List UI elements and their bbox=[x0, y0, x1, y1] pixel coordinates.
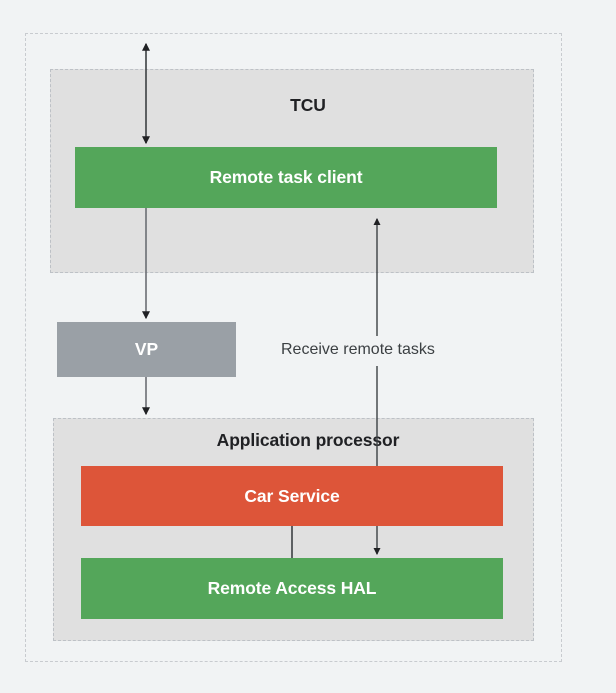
node-car-service[interactable]: Car Service bbox=[81, 466, 503, 526]
node-vp-label: VP bbox=[134, 339, 159, 359]
edge-label-receive-remote-tasks: Receive remote tasks bbox=[281, 341, 435, 358]
node-remote-task-client-label: Remote task client bbox=[209, 167, 363, 187]
group-tcu-label: TCU bbox=[290, 95, 326, 115]
vehicle-boundary bbox=[25, 33, 562, 662]
node-remote-access-hal[interactable]: Remote Access HAL bbox=[81, 558, 503, 619]
node-car-service-label: Car Service bbox=[244, 485, 340, 506]
node-remote-access-hal-label: Remote Access HAL bbox=[207, 578, 377, 598]
node-vp[interactable]: VP bbox=[57, 322, 236, 377]
node-remote-task-client[interactable]: Remote task client bbox=[75, 147, 497, 208]
group-application-processor-label: Application processor bbox=[216, 430, 400, 450]
